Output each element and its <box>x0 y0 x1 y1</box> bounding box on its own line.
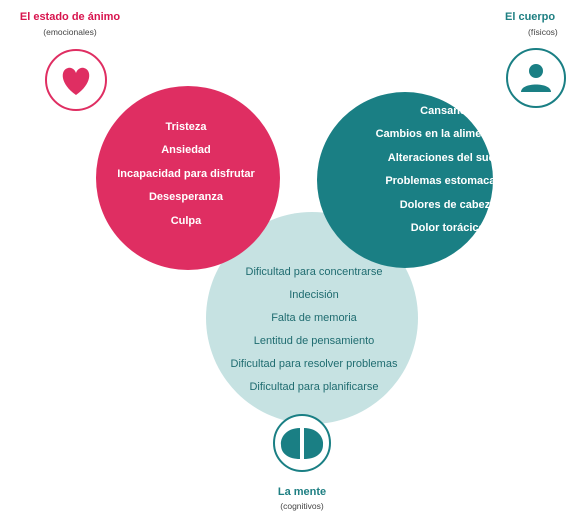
cognitive-circle <box>206 212 418 424</box>
cognitive-symptom: Dificultad para concentrarse <box>245 266 383 278</box>
physical-subtitle: (físicos) <box>528 27 558 37</box>
physical-symptom-list: Cansancio Cambios en la alimentación Alt… <box>376 100 521 240</box>
physical-title: El cuerpo <box>505 11 556 23</box>
person-icon <box>521 64 551 92</box>
emotional-symptom: Tristeza <box>165 121 207 133</box>
cognitive-title: La mente <box>277 486 327 498</box>
physical-circle <box>317 92 493 268</box>
cognitive-symptom: Dificultad para planificarse <box>249 381 379 393</box>
emotional-symptom-list: Tristeza Ansiedad Incapacidad para disfr… <box>117 116 255 233</box>
heart-icon <box>62 67 90 95</box>
physical-symptom: Problemas estomacales <box>385 175 511 188</box>
emotional-icon-badge <box>45 49 107 111</box>
emotional-symptom: Culpa <box>170 214 202 227</box>
physical-symptom: Alteraciones del sueño <box>387 151 509 164</box>
physical-symptom: Cansancio <box>420 105 476 117</box>
physical-symptom: Cambios en la alimentación <box>375 128 521 141</box>
cognitive-symptom: Indecisión <box>289 289 339 301</box>
physical-symptom: Dolor torácico <box>410 222 486 235</box>
cognitive-subtitle: (cognitivos) <box>280 501 324 511</box>
emotional-subtitle: (emocionales) <box>43 27 97 37</box>
cognitive-symptom: Dificultad para resolver problemas <box>230 358 398 370</box>
cognitive-icon-badge <box>273 414 331 472</box>
cognitive-symptom-list: Dificultad para concentrarse Indecisión … <box>231 261 398 399</box>
emotional-symptom: Desesperanza <box>148 191 223 204</box>
cognitive-symptom: Falta de memoria <box>271 312 357 324</box>
emotional-symptom: Incapacidad para disfrutar <box>117 167 255 180</box>
brain-icon <box>280 428 324 459</box>
emotional-circle <box>96 86 280 270</box>
physical-icon-badge <box>506 48 566 108</box>
emotional-title: El estado de ánimo <box>19 11 121 23</box>
cognitive-symptom: Lentitud de pensamiento <box>253 335 375 347</box>
emotional-symptom: Ansiedad <box>161 144 211 157</box>
physical-symptom: Dolores de cabeza <box>399 198 497 211</box>
